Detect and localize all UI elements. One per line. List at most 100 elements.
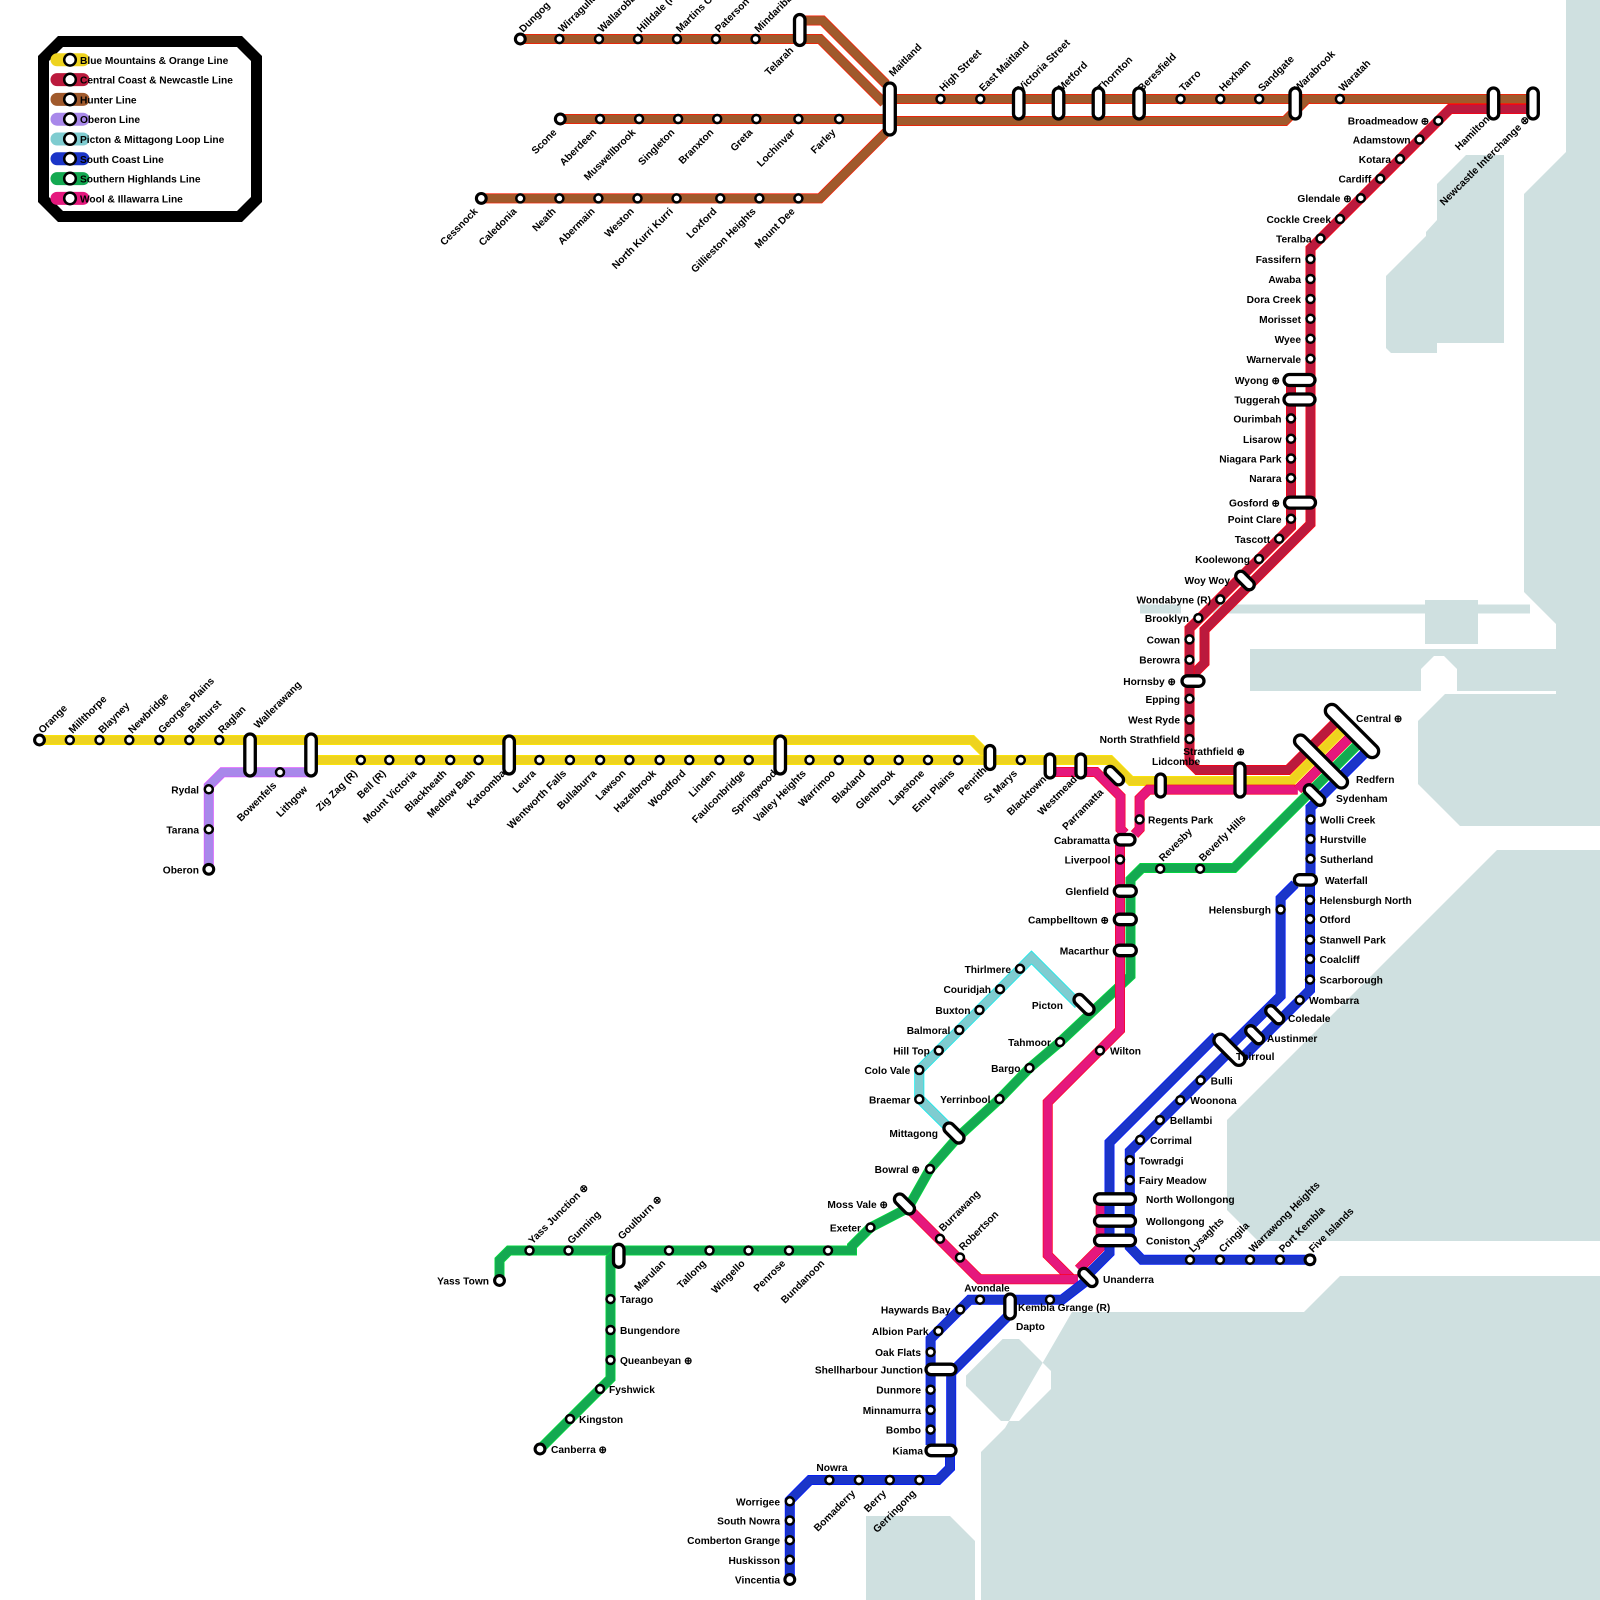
svg-text:Southern Highlands Line: Southern Highlands Line (80, 175, 201, 186)
svg-text:Wool & Illawarra Line: Wool & Illawarra Line (80, 194, 183, 205)
svg-text:Balmoral: Balmoral (907, 1026, 951, 1037)
svg-text:Minnamurra: Minnamurra (863, 1406, 922, 1417)
svg-text:Bellambi: Bellambi (1170, 1116, 1213, 1127)
svg-text:Dunmore: Dunmore (876, 1386, 921, 1397)
svg-text:Nowra: Nowra (816, 1463, 847, 1474)
svg-text:Bowral ⊕: Bowral ⊕ (875, 1165, 920, 1176)
svg-text:Broadmeadow ⊕: Broadmeadow ⊕ (1348, 117, 1430, 128)
svg-text:Cabramatta: Cabramatta (1054, 836, 1110, 847)
svg-text:Coledale: Coledale (1288, 1014, 1331, 1025)
svg-text:Towradgi: Towradgi (1139, 1156, 1184, 1167)
svg-text:Lisarow: Lisarow (1243, 435, 1282, 446)
svg-text:South Coast Line: South Coast Line (80, 155, 164, 166)
svg-text:Hunter Line: Hunter Line (80, 95, 137, 106)
svg-text:Epping: Epping (1145, 695, 1180, 706)
svg-text:Regents Park: Regents Park (1148, 815, 1213, 826)
svg-text:Niagara Park: Niagara Park (1219, 455, 1282, 466)
svg-text:Hill Top: Hill Top (893, 1047, 930, 1058)
svg-text:Fassifern: Fassifern (1256, 255, 1301, 266)
svg-text:Moss Vale ⊕: Moss Vale ⊕ (827, 1200, 888, 1211)
svg-text:Colo Vale: Colo Vale (864, 1066, 910, 1077)
svg-text:Kotara: Kotara (1359, 155, 1392, 166)
svg-text:Cowan: Cowan (1147, 635, 1180, 646)
svg-text:Comberton Grange: Comberton Grange (687, 1536, 780, 1547)
svg-text:Koolewong: Koolewong (1195, 555, 1250, 566)
svg-text:West Ryde: West Ryde (1128, 716, 1180, 727)
svg-text:Yerrinbool: Yerrinbool (940, 1095, 991, 1106)
svg-text:South Nowra: South Nowra (717, 1517, 780, 1528)
svg-text:Tahmoor: Tahmoor (1008, 1038, 1051, 1049)
svg-text:Liverpool: Liverpool (1065, 856, 1111, 867)
svg-text:Yass Town: Yass Town (437, 1277, 489, 1288)
svg-text:Gosford ⊕: Gosford ⊕ (1229, 499, 1280, 510)
svg-text:Oberon: Oberon (163, 865, 199, 876)
svg-text:Central Coast & Newcastle Line: Central Coast & Newcastle Line (80, 76, 233, 87)
svg-text:Campbelltown ⊕: Campbelltown ⊕ (1028, 916, 1109, 927)
svg-text:Coalcliff: Coalcliff (1320, 955, 1361, 966)
svg-text:Fairy Meadow: Fairy Meadow (1139, 1176, 1206, 1187)
svg-text:Otford: Otford (1320, 915, 1351, 926)
svg-text:Brooklyn: Brooklyn (1145, 614, 1189, 625)
svg-text:Warnervale: Warnervale (1246, 355, 1301, 366)
svg-text:Hornsby ⊕: Hornsby ⊕ (1123, 677, 1176, 688)
svg-text:Woonona: Woonona (1190, 1096, 1237, 1107)
svg-text:Cockle Creek: Cockle Creek (1266, 215, 1331, 226)
svg-text:Central ⊕: Central ⊕ (1356, 714, 1402, 725)
svg-text:Vincentia: Vincentia (735, 1576, 780, 1587)
svg-text:Wollongong: Wollongong (1146, 1217, 1205, 1228)
svg-text:Narara: Narara (1249, 474, 1282, 485)
svg-text:Morisset: Morisset (1259, 315, 1302, 326)
svg-text:Woy Woy: Woy Woy (1185, 576, 1231, 587)
svg-text:Couridjah: Couridjah (943, 985, 991, 996)
svg-text:Waterfall: Waterfall (1325, 876, 1368, 887)
svg-text:Helensburgh: Helensburgh (1209, 906, 1271, 917)
svg-text:Austinmer: Austinmer (1267, 1034, 1317, 1045)
svg-text:Canberra ⊕: Canberra ⊕ (551, 1445, 607, 1456)
svg-text:Dapto: Dapto (1016, 1322, 1045, 1333)
svg-text:Albion Park: Albion Park (872, 1327, 929, 1338)
svg-text:Scarborough: Scarborough (1320, 976, 1383, 987)
svg-text:Bargo: Bargo (991, 1064, 1020, 1075)
svg-text:Bulli: Bulli (1211, 1076, 1233, 1087)
svg-text:Blue Mountains & Orange Line: Blue Mountains & Orange Line (80, 56, 229, 67)
svg-text:Kembla Grange (R): Kembla Grange (R) (1018, 1303, 1110, 1314)
svg-text:Tuggerah: Tuggerah (1234, 396, 1280, 407)
svg-text:Hurstville: Hurstville (1320, 835, 1367, 846)
svg-text:Oak Flats: Oak Flats (875, 1348, 921, 1359)
svg-text:Strathfield ⊕: Strathfield ⊕ (1183, 747, 1245, 758)
svg-text:Adamstown: Adamstown (1353, 136, 1411, 147)
svg-text:Worrigee: Worrigee (736, 1497, 780, 1508)
svg-text:Cardiff: Cardiff (1338, 175, 1371, 186)
svg-text:Bombo: Bombo (886, 1426, 921, 1437)
svg-text:Bungendore: Bungendore (620, 1326, 680, 1337)
svg-text:Thirroul: Thirroul (1236, 1052, 1275, 1063)
svg-text:North Strathfield: North Strathfield (1100, 735, 1180, 746)
svg-text:Wyee: Wyee (1275, 335, 1302, 346)
svg-text:Helensburgh North: Helensburgh North (1320, 896, 1412, 907)
svg-text:Mittagong: Mittagong (889, 1129, 938, 1140)
svg-text:Picton: Picton (1032, 1001, 1063, 1012)
svg-text:Corrimal: Corrimal (1150, 1136, 1192, 1147)
svg-text:Ourimbah: Ourimbah (1233, 414, 1281, 425)
svg-text:Tarana: Tarana (166, 825, 199, 836)
svg-text:Thirlmere: Thirlmere (965, 965, 1012, 976)
svg-text:Kiama: Kiama (892, 1447, 923, 1458)
svg-text:Point Clare: Point Clare (1228, 515, 1282, 526)
svg-text:Tascott: Tascott (1235, 535, 1271, 546)
svg-text:Picton & Mittagong Loop Line: Picton & Mittagong Loop Line (80, 135, 225, 146)
svg-text:Huskisson: Huskisson (728, 1556, 780, 1567)
svg-text:Teralba: Teralba (1276, 235, 1312, 246)
svg-text:Buxton: Buxton (935, 1006, 970, 1017)
svg-text:Unanderra: Unanderra (1103, 1275, 1154, 1286)
svg-text:Wyong ⊕: Wyong ⊕ (1235, 376, 1280, 387)
svg-text:Tarago: Tarago (620, 1295, 653, 1306)
svg-text:Wombarra: Wombarra (1309, 996, 1360, 1007)
svg-text:Sutherland: Sutherland (1320, 855, 1373, 866)
svg-text:Wondabyne (R): Wondabyne (R) (1136, 595, 1211, 606)
svg-text:Wilton: Wilton (1110, 1047, 1141, 1058)
svg-text:Glendale ⊕: Glendale ⊕ (1297, 194, 1351, 205)
svg-text:Kingston: Kingston (579, 1415, 623, 1426)
svg-text:Awaba: Awaba (1268, 275, 1301, 286)
svg-text:Dora Creek: Dora Creek (1247, 295, 1302, 306)
svg-text:Oberon Line: Oberon Line (80, 115, 140, 126)
